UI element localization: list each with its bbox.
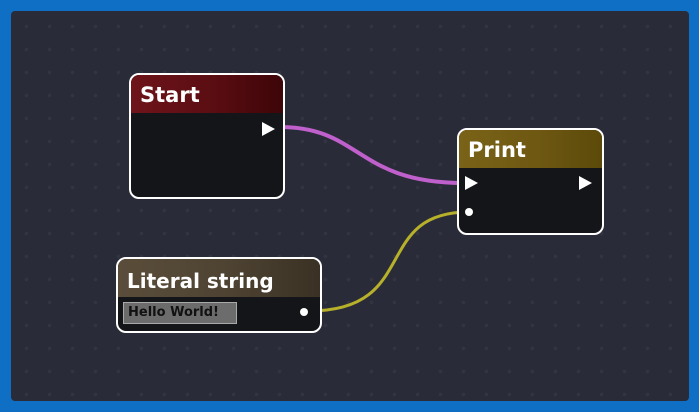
- start-node-header[interactable]: Start: [131, 75, 283, 113]
- graph-canvas[interactable]: Start Print Literal string Hello World!: [11, 11, 689, 401]
- print-node-header[interactable]: Print: [459, 130, 602, 168]
- print-string-in-pin[interactable]: [465, 208, 473, 216]
- start-exec-out-pin[interactable]: [262, 122, 275, 136]
- print-node-title: Print: [468, 138, 526, 162]
- literal-string-node-header[interactable]: Literal string: [118, 259, 320, 297]
- start-node[interactable]: Start: [129, 73, 285, 199]
- wire-literal-to-print-string[interactable]: [307, 210, 471, 313]
- literal-string-value: Hello World!: [128, 305, 219, 320]
- wire-start-to-print-exec[interactable]: [278, 125, 466, 185]
- print-exec-in-pin[interactable]: [465, 176, 478, 190]
- literal-string-node[interactable]: Literal string Hello World!: [116, 257, 322, 333]
- literal-string-node-title: Literal string: [127, 269, 274, 293]
- start-node-title: Start: [140, 83, 200, 107]
- literal-string-value-field[interactable]: Hello World!: [123, 302, 237, 324]
- print-node[interactable]: Print: [457, 128, 604, 235]
- print-exec-out-pin[interactable]: [579, 176, 592, 190]
- literal-string-out-pin[interactable]: [300, 308, 308, 316]
